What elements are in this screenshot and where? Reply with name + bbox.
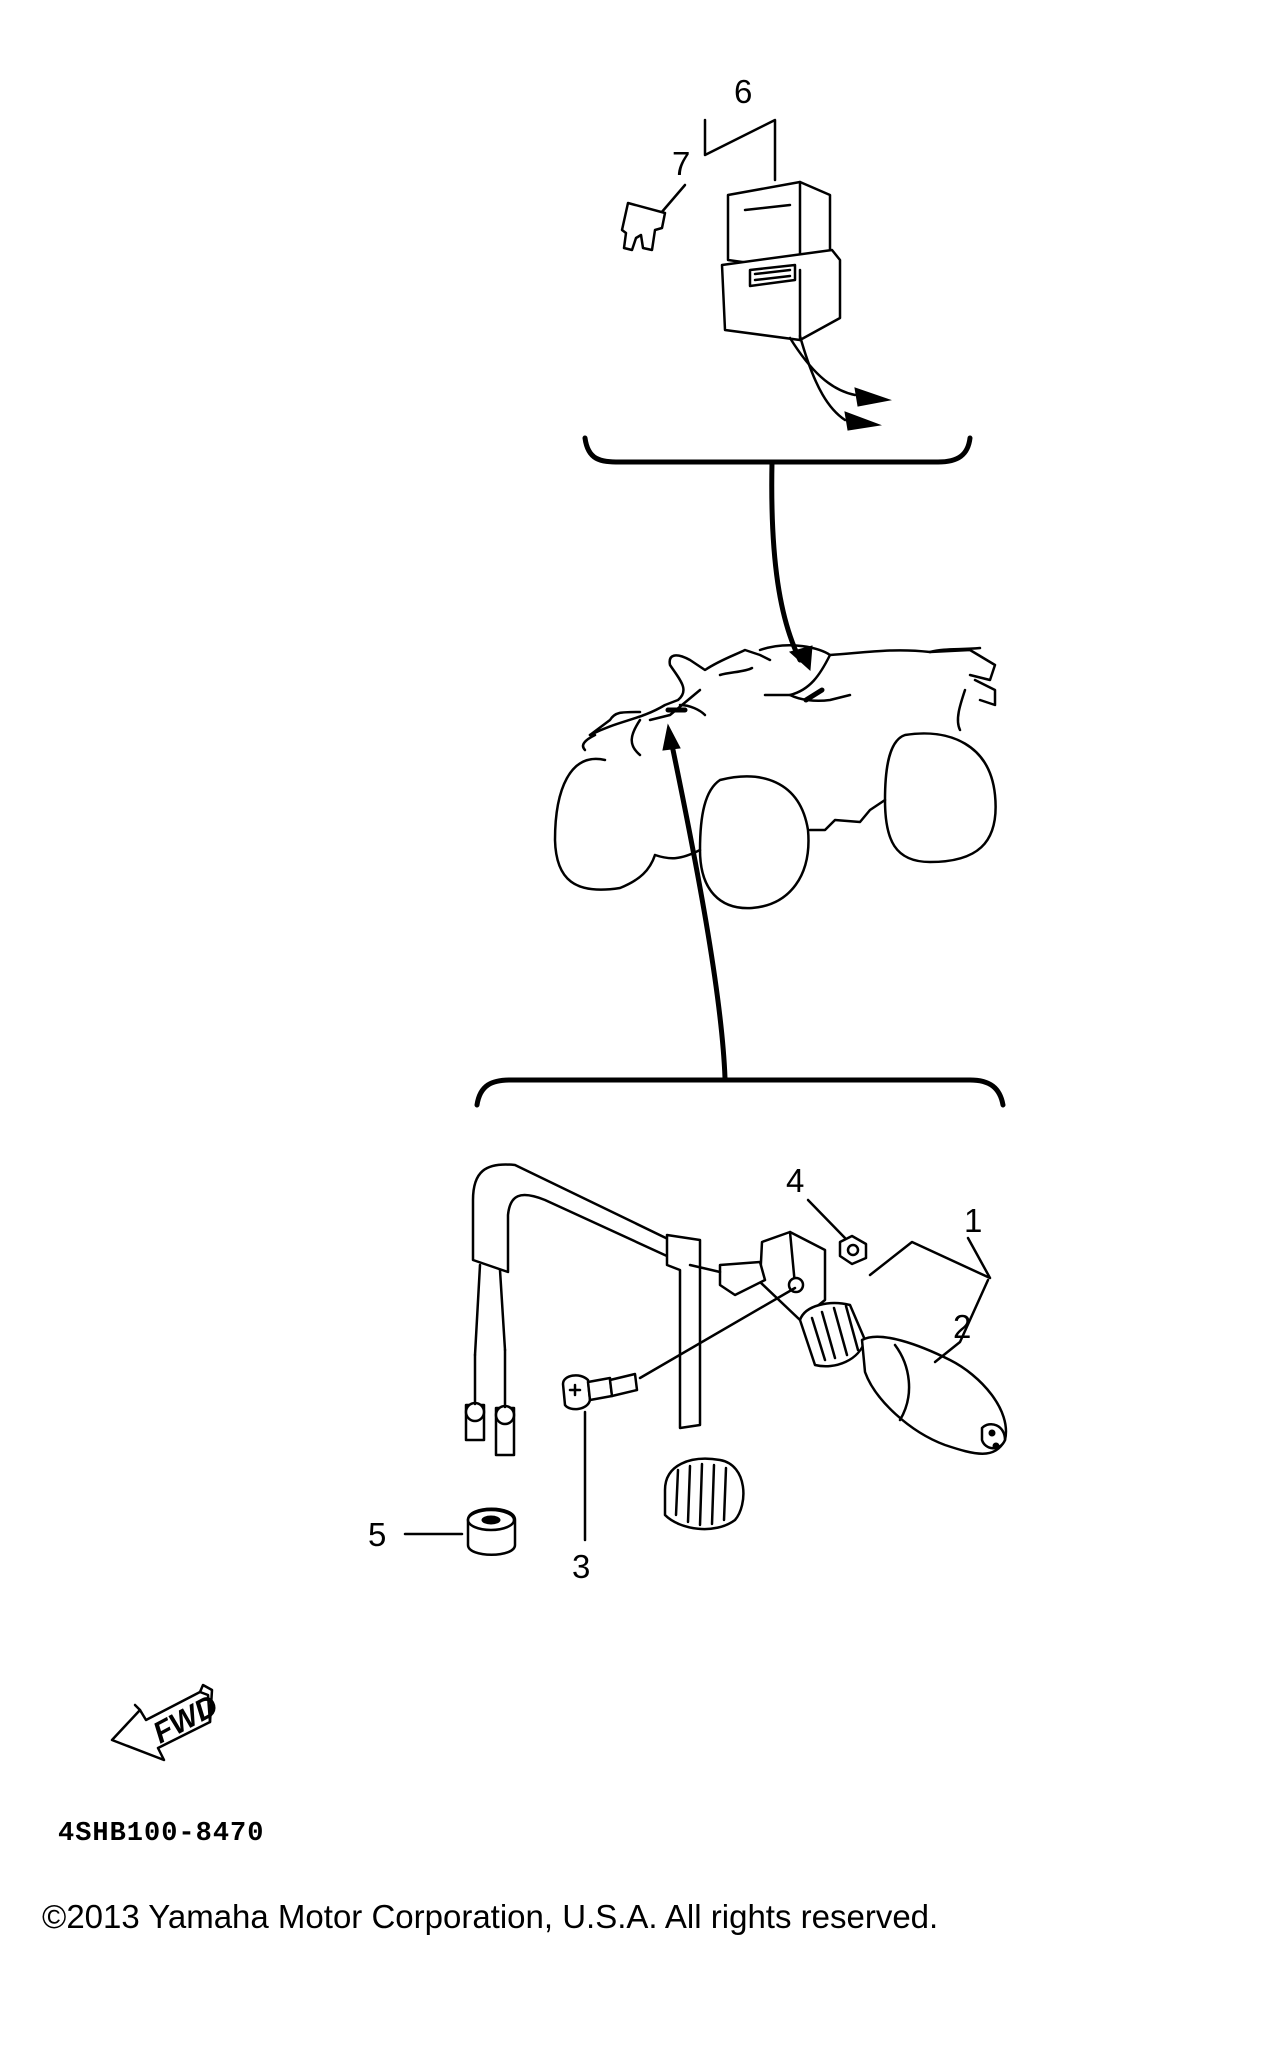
bottom-brace [474,1077,1006,1108]
callout-5: 5 [368,1516,386,1553]
relay-location-arrowhead [788,645,813,672]
top-brace [582,435,973,465]
switch-location-arrow [669,742,728,1081]
callout-4: 4 [786,1162,804,1199]
atv-outline [553,644,997,910]
callout-1: 1 [964,1202,982,1239]
copyright-text: ©2013 Yamaha Motor Corporation, U.S.A. A… [42,1898,938,1935]
callout-6-leader [703,118,777,182]
callout-4-leader [806,1198,847,1240]
switch-assembly: 4 1 2 3 5 [368,1162,1008,1585]
callout-7: 7 [672,145,690,182]
callout-6: 6 [734,73,752,110]
callout-3: 3 [572,1548,590,1585]
fwd-arrow: FWD [110,1683,224,1762]
relay-assembly: 6 7 [620,73,892,431]
drawing-code: 4SHB100-8470 [58,1819,264,1849]
screw-part [561,1372,639,1411]
grommet-part [466,1507,517,1556]
callout-1-leader [868,1236,992,1280]
callout-2-leader [933,1278,990,1364]
switch-location-arrowhead [662,723,681,751]
fuse-part [620,201,667,252]
callout-2: 2 [953,1308,971,1345]
relay-location-arrow [769,459,803,663]
relay-part [720,180,892,431]
nut-part [838,1234,868,1266]
screw-guide-line [638,1286,797,1380]
switch-part [798,1301,1008,1455]
